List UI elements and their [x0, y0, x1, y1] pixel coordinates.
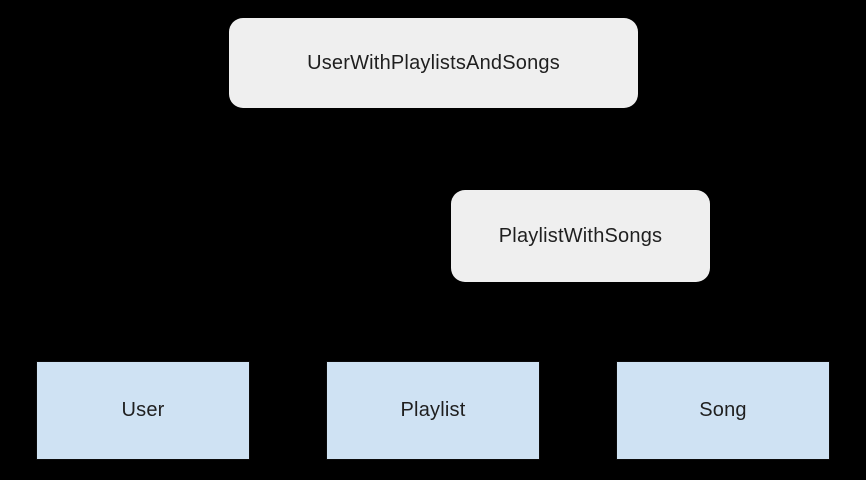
node-label: UserWithPlaylistsAndSongs [307, 51, 560, 74]
node-user: User [36, 361, 250, 460]
node-playlist-with-songs: PlaylistWithSongs [451, 190, 710, 282]
node-label: Song [699, 399, 747, 421]
node-song: Song [616, 361, 830, 460]
node-playlist: Playlist [326, 361, 540, 460]
node-user-with-playlists-and-songs: UserWithPlaylistsAndSongs [229, 18, 638, 108]
node-label: Playlist [400, 399, 466, 421]
node-label: User [121, 399, 165, 421]
node-label: PlaylistWithSongs [498, 224, 663, 247]
